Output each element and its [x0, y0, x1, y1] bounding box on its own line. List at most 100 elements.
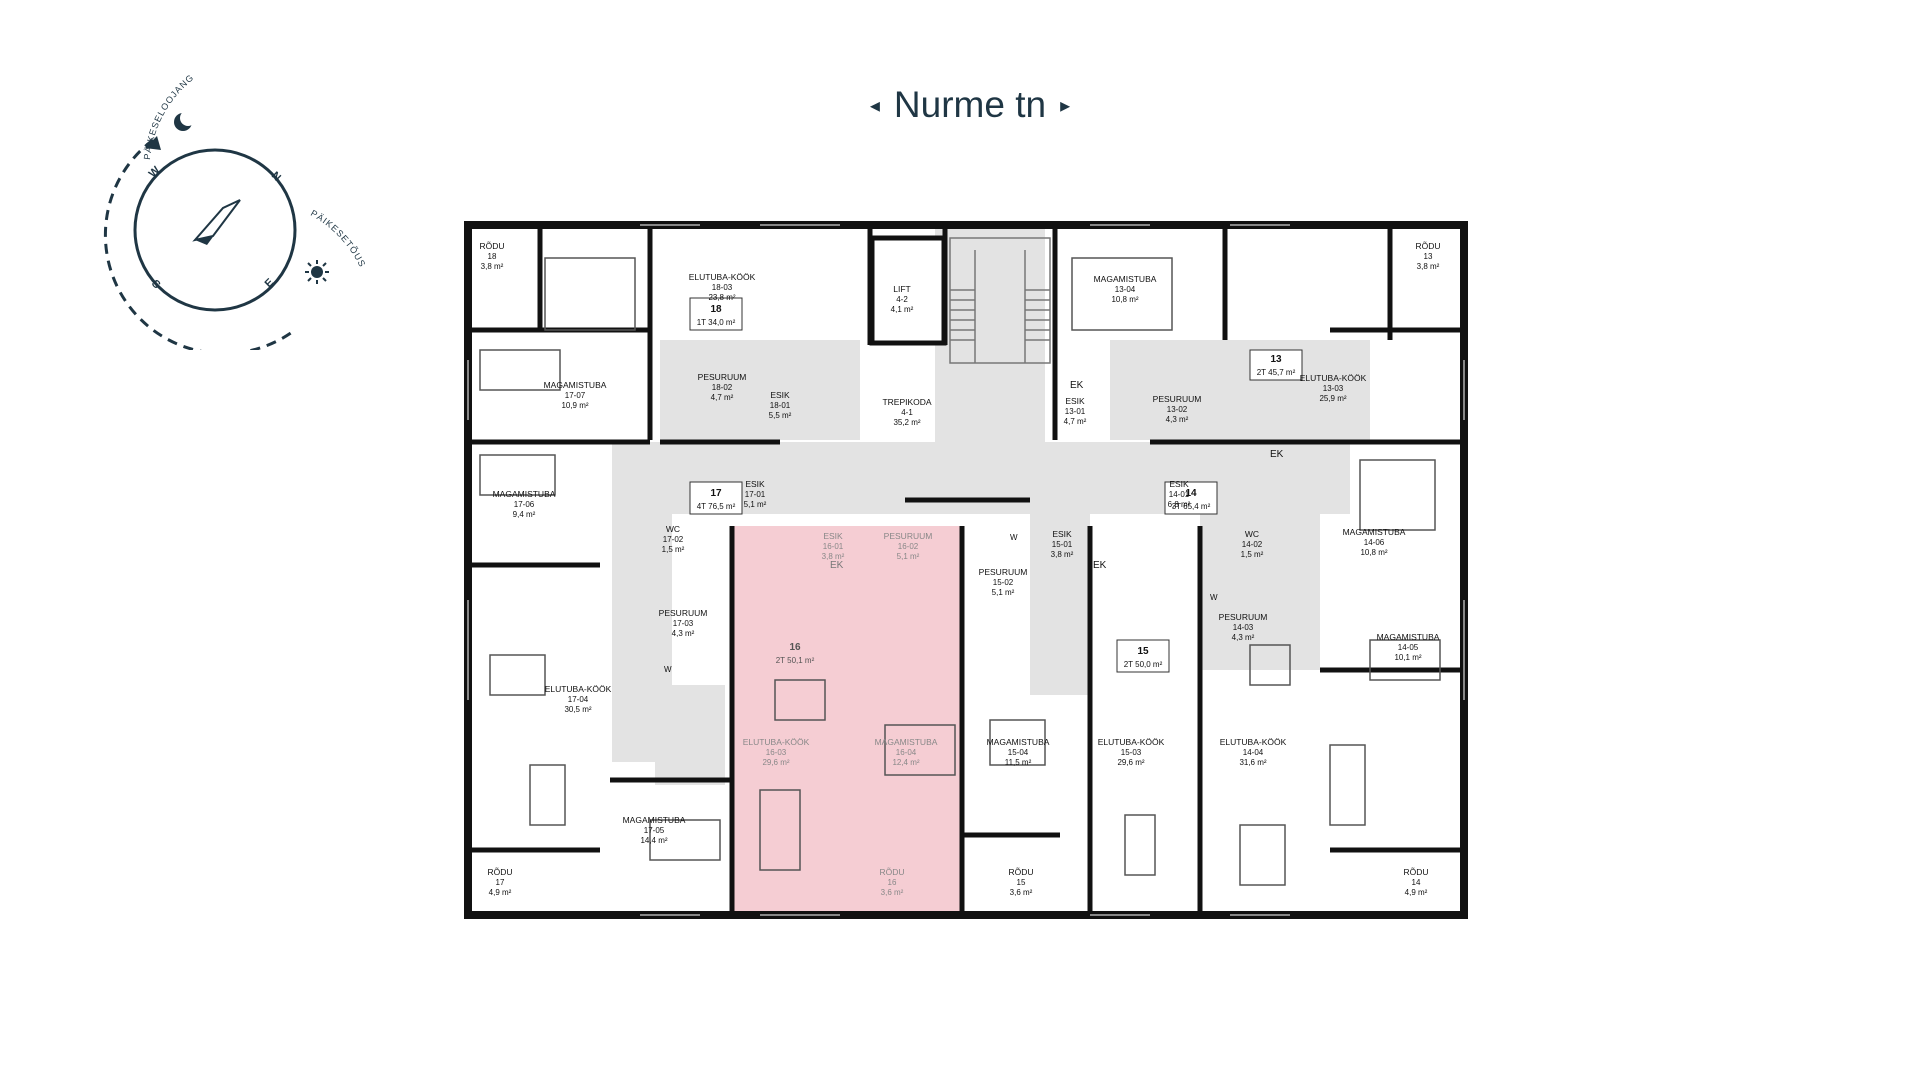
- room-area: 10,8 m²: [1111, 295, 1138, 304]
- ek-tag: EK: [1093, 560, 1107, 571]
- room-name: ELUTUBA-KÖÖK: [689, 272, 756, 282]
- room-area: 10,1 m²: [1394, 653, 1421, 662]
- arrow-left-icon[interactable]: ◂: [869, 94, 880, 117]
- room-code: 15-01: [1052, 540, 1073, 549]
- w-tag: W: [1010, 533, 1018, 542]
- room-code: 14-01: [1169, 490, 1190, 499]
- furniture: [479, 257, 1441, 886]
- room-code: 15-04: [1008, 748, 1029, 757]
- room-code: 13-02: [1167, 405, 1188, 414]
- room-code: 17-04: [568, 695, 589, 704]
- room-code: 14-06: [1364, 538, 1385, 547]
- apartment-13-summary[interactable]: 13 2T 45,7 m²: [1249, 349, 1303, 381]
- room-area: 4,3 m²: [672, 629, 695, 638]
- street-name: Nurme tn: [893, 84, 1047, 125]
- svg-text:2T 50,0 m²: 2T 50,0 m²: [1124, 660, 1163, 669]
- room-code: 16: [888, 878, 897, 887]
- room-name: MAGAMISTUBA: [987, 737, 1050, 747]
- room-area: 29,6 m²: [762, 758, 789, 767]
- room-area: 12,4 m²: [892, 758, 919, 767]
- room-name: ESIK: [823, 531, 843, 541]
- apartment-15-summary[interactable]: 15 2T 50,0 m²: [1116, 639, 1170, 673]
- room-name: RÕDU: [1008, 867, 1033, 877]
- room-name: RÕDU: [879, 867, 904, 877]
- room-code: 18-01: [770, 401, 791, 410]
- room-area: 4,7 m²: [1064, 417, 1087, 426]
- room-area: 30,5 m²: [564, 705, 591, 714]
- room-name: ESIK: [1052, 529, 1072, 539]
- room-code: 13: [1424, 252, 1433, 261]
- room-name: ELUTUBA-KÖÖK: [1220, 737, 1287, 747]
- compass-arc-arrow: [145, 136, 161, 150]
- room-name: PESURUUM: [1153, 394, 1202, 404]
- room-area: 3,8 m²: [481, 262, 504, 271]
- w-tag: W: [664, 665, 672, 674]
- room-area: 4,1 m²: [891, 305, 914, 314]
- apartment-16-highlight[interactable]: [732, 526, 962, 914]
- room-area: 3,6 m²: [881, 888, 904, 897]
- room-area: 3,8 m²: [1417, 262, 1440, 271]
- room-area: 4,7 m²: [711, 393, 734, 402]
- room-code: 16-01: [823, 542, 844, 551]
- room-name: ELUTUBA-KÖÖK: [1098, 737, 1165, 747]
- room-name: RÕDU: [479, 241, 504, 251]
- windows: [467, 224, 1465, 916]
- room-code: 15: [1017, 878, 1026, 887]
- svg-text:16: 16: [789, 642, 801, 653]
- room-name: RÕDU: [487, 867, 512, 877]
- room-area: 10,9 m²: [561, 401, 588, 410]
- outer-walls: [464, 221, 1468, 919]
- room-area: 29,6 m²: [1117, 758, 1144, 767]
- compass-dashed-arc: [103, 138, 296, 350]
- room-name: WC: [666, 524, 680, 534]
- svg-text:18: 18: [710, 304, 722, 315]
- room-code: 17-01: [745, 490, 766, 499]
- room-area: 1,5 m²: [662, 545, 685, 554]
- room-code: 14-02: [1242, 540, 1263, 549]
- svg-text:4T 76,5 m²: 4T 76,5 m²: [697, 502, 736, 511]
- apartment-14-summary[interactable]: 14 3T 65,4 m²: [1164, 481, 1218, 515]
- ek-tag: EK: [830, 560, 844, 571]
- room-name: TREPIKODA: [882, 397, 931, 407]
- room-area: 11,5 m²: [1005, 758, 1032, 767]
- svg-text:1T 34,0 m²: 1T 34,0 m²: [697, 318, 736, 327]
- room-area: 4,3 m²: [1166, 415, 1189, 424]
- apartment-16-summary[interactable]: 16 2T 50,1 m²: [776, 642, 815, 665]
- ek-tags: EK EK EK EK W W W: [664, 380, 1284, 674]
- room-name: MAGAMISTUBA: [493, 489, 556, 499]
- room-name: ELUTUBA-KÖÖK: [1300, 373, 1367, 383]
- room-name: MAGAMISTUBA: [875, 737, 938, 747]
- room-name: MAGAMISTUBA: [544, 380, 607, 390]
- apartment-17-summary[interactable]: 17 4T 76,5 m²: [689, 481, 743, 515]
- room-area: 5,1 m²: [897, 552, 920, 561]
- corridor: [612, 225, 1370, 785]
- staircase: [949, 237, 1051, 364]
- arrow-right-icon[interactable]: ▸: [1060, 94, 1071, 117]
- room-code: 17-07: [565, 391, 586, 400]
- room-area: 3,8 m²: [1051, 550, 1074, 559]
- room-name: MAGAMISTUBA: [1094, 274, 1157, 284]
- room-area: 1,5 m²: [1241, 550, 1264, 559]
- apartment-18-summary[interactable]: 18 1T 34,0 m²: [689, 297, 743, 331]
